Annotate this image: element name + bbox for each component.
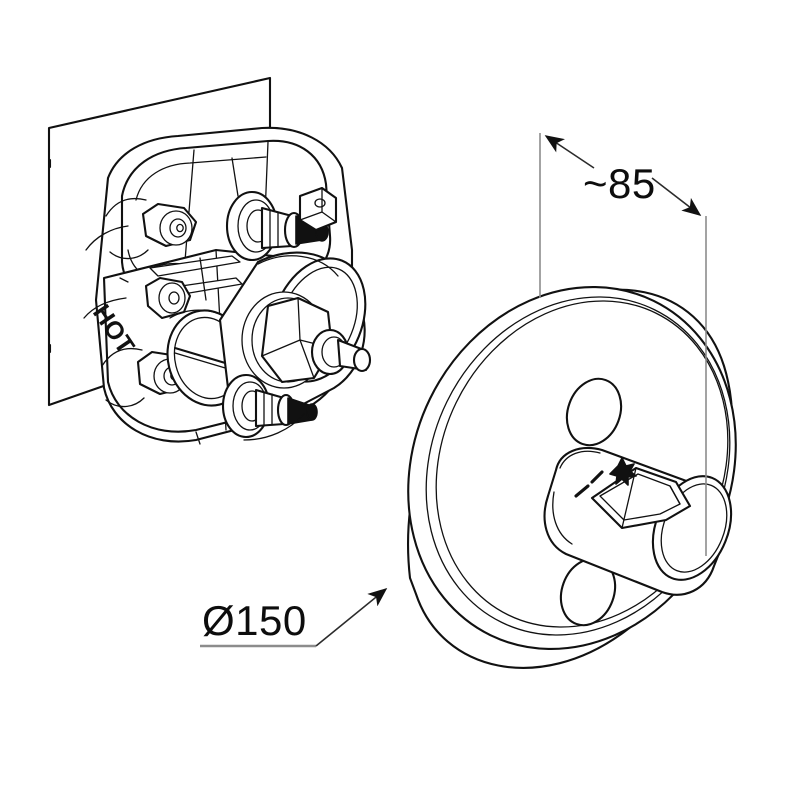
depth-arrow-left <box>544 135 595 169</box>
outlet-stub-lower <box>221 373 318 439</box>
depth-arrow-right <box>651 177 702 216</box>
escutcheon-trim-assembly <box>406 285 746 669</box>
outlet-stub-upper <box>225 186 338 262</box>
body-detail-lines <box>195 157 305 445</box>
control-handle[interactable] <box>543 447 746 596</box>
diameter-dimension: Ø150 <box>200 587 388 648</box>
diameter-dimension-label: Ø150 <box>202 597 307 644</box>
handle-scale-marks <box>574 457 637 498</box>
hex-nut-mid <box>144 276 192 320</box>
hex-boss-upper-left <box>105 197 198 260</box>
diameter-leader-arrow <box>315 587 388 647</box>
hex-spindle-fitting <box>241 291 372 389</box>
depth-dimension: ~85 <box>539 133 707 556</box>
upper-oval-recess[interactable] <box>558 371 630 453</box>
rough-in-valve-assembly: HOT <box>47 76 372 445</box>
depth-dimension-label: ~85 <box>583 160 656 207</box>
